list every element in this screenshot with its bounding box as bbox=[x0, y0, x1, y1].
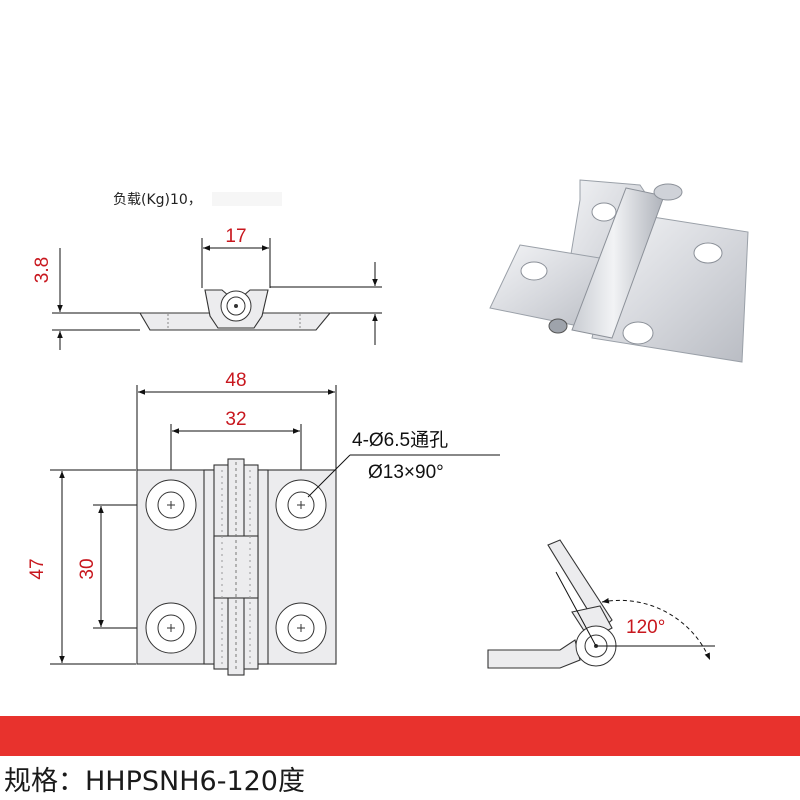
dim-hole-spacing-y: 30 bbox=[77, 558, 98, 579]
spec-value: HHPSNH6-120度 bbox=[85, 766, 305, 797]
spec-caption: 规格：HHPSNH6-120度 bbox=[4, 759, 305, 798]
hole-note-line1: 4-Ø6.5通孔 bbox=[352, 429, 448, 451]
dim-hole-spacing-x: 32 bbox=[225, 409, 246, 430]
mounting-hole-top-left bbox=[145, 479, 197, 531]
faded-text-area bbox=[212, 192, 282, 206]
side-view: 17 3.8 bbox=[32, 226, 382, 350]
mounting-hole-bottom-right bbox=[275, 602, 327, 654]
dim-thickness: 3.8 bbox=[32, 257, 53, 283]
spec-label: 规格： bbox=[4, 766, 85, 797]
hole-note-line2: Ø13×90° bbox=[368, 462, 444, 483]
load-rating-text: 负载(Kg)10， bbox=[113, 192, 202, 208]
angle-label: 120° bbox=[626, 617, 665, 638]
hinge-product-render bbox=[489, 179, 749, 363]
dim-overall-width: 48 bbox=[225, 370, 246, 391]
rotation-angle-view: 120° bbox=[487, 539, 715, 669]
open-bottom-leaf bbox=[487, 639, 581, 669]
red-banner bbox=[0, 716, 800, 756]
front-view: 48 32 47 30 bbox=[27, 370, 500, 676]
dim-height: 47 bbox=[27, 558, 48, 579]
mounting-hole-top-right bbox=[275, 479, 327, 531]
mounting-hole-bottom-left bbox=[145, 602, 197, 654]
dim-top-width: 17 bbox=[225, 226, 246, 247]
